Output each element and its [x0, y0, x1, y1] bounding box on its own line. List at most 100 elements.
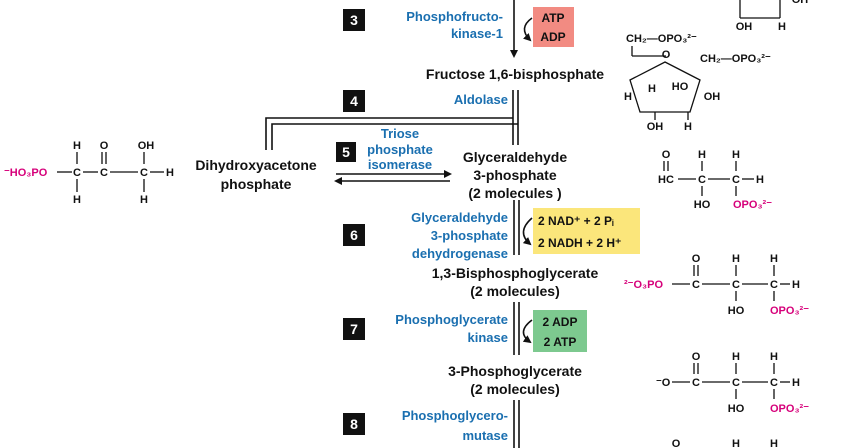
- enzyme-label: isomerase: [368, 157, 432, 172]
- molecule-3-phosphoglycerate: (2 molecules): [470, 381, 559, 397]
- svg-text:OPO₃²⁻: OPO₃²⁻: [770, 305, 809, 317]
- cofactor-box-atp: ATP ADP: [533, 7, 574, 47]
- molecule-g3p: (2 molecules ): [468, 185, 561, 201]
- svg-text:C: C: [100, 167, 108, 179]
- svg-text:H: H: [166, 167, 174, 179]
- svg-text:OH: OH: [792, 0, 809, 6]
- svg-text:H: H: [732, 351, 740, 363]
- svg-text:ATP: ATP: [541, 11, 564, 25]
- enzyme-label: Phosphofructo-: [406, 9, 503, 24]
- svg-text:⁻O: ⁻O: [656, 377, 671, 389]
- svg-text:H: H: [792, 377, 800, 389]
- svg-text:2 NAD⁺ + 2 Pᵢ: 2 NAD⁺ + 2 Pᵢ: [538, 214, 614, 228]
- svg-text:H: H: [778, 21, 786, 33]
- svg-text:2 NADH + 2 H⁺: 2 NADH + 2 H⁺: [538, 236, 621, 250]
- svg-text:ADP: ADP: [540, 30, 565, 44]
- cofactor-box-nad: 2 NAD⁺ + 2 Pᵢ 2 NADH + 2 H⁺: [533, 208, 640, 254]
- step-number: 7: [350, 321, 358, 337]
- step-number: 6: [350, 227, 358, 243]
- enzyme-label: mutase: [462, 428, 508, 443]
- molecule-dhap: Dihydroxyacetone: [195, 157, 317, 173]
- svg-text:H: H: [732, 253, 740, 265]
- svg-text:C: C: [692, 377, 700, 389]
- svg-text:H: H: [73, 194, 81, 206]
- molecule-13-bisphosphoglycerate: (2 molecules): [470, 283, 559, 299]
- svg-text:O: O: [662, 49, 671, 61]
- molecule-3-phosphoglycerate: 3-Phosphoglycerate: [448, 363, 582, 379]
- molecule-13-bisphosphoglycerate: 1,3-Bisphosphoglycerate: [432, 265, 599, 281]
- svg-text:H: H: [140, 194, 148, 206]
- svg-text:OH: OH: [736, 21, 753, 33]
- svg-text:H: H: [792, 279, 800, 291]
- svg-text:H: H: [684, 121, 692, 133]
- enzyme-label: kinase-1: [451, 26, 503, 41]
- svg-text:H: H: [756, 174, 764, 186]
- svg-text:C: C: [73, 167, 81, 179]
- svg-text:HO: HO: [728, 305, 745, 317]
- svg-text:H: H: [73, 140, 81, 152]
- enzyme-label: phosphate: [367, 142, 433, 157]
- svg-text:C: C: [140, 167, 148, 179]
- structure-dhap: ⁻HO₃PO C C C H H H O OH H: [4, 140, 174, 206]
- step-4: 4: [343, 90, 365, 112]
- svg-text:²⁻O₃PO: ²⁻O₃PO: [624, 279, 663, 291]
- svg-text:H: H: [770, 438, 778, 448]
- structure-top-right-partial: OH H OH: [736, 0, 809, 33]
- svg-text:OH: OH: [647, 121, 664, 133]
- svg-text:CH₂—OPO₃²⁻: CH₂—OPO₃²⁻: [626, 33, 697, 45]
- enzyme-label: Aldolase: [454, 92, 508, 107]
- svg-text:HO: HO: [728, 403, 745, 415]
- svg-text:H: H: [698, 149, 706, 161]
- cofactor-box-adp: 2 ADP 2 ATP: [533, 310, 587, 352]
- molecule-dhap: phosphate: [221, 176, 292, 192]
- step-7: 7: [343, 318, 365, 340]
- svg-text:2 ATP: 2 ATP: [544, 335, 577, 349]
- enzyme-label: Phosphoglycerate: [395, 312, 508, 327]
- structure-bottom-right-partial: O H H: [672, 438, 778, 448]
- svg-text:2 ADP: 2 ADP: [543, 315, 578, 329]
- svg-text:C: C: [698, 174, 706, 186]
- step-3: 3: [343, 9, 365, 31]
- svg-text:OPO₃²⁻: OPO₃²⁻: [733, 199, 772, 211]
- structure-g3p: O HC C C H H HO H OPO₃²⁻: [658, 149, 772, 211]
- svg-text:O: O: [662, 149, 671, 161]
- enzyme-label: Phosphoglycero-: [402, 408, 508, 423]
- enzyme-label: dehydrogenase: [412, 246, 508, 261]
- svg-text:⁻HO₃PO: ⁻HO₃PO: [4, 167, 48, 179]
- structure-fructose-16-bisphosphate: CH₂—OPO₃²⁻ CH₂—OPO₃²⁻ O H H HO OH OH H: [624, 33, 771, 133]
- svg-text:H: H: [732, 149, 740, 161]
- svg-text:OH: OH: [704, 91, 721, 103]
- molecule-g3p: 3-phosphate: [473, 167, 556, 183]
- svg-text:H: H: [648, 83, 656, 95]
- svg-text:OH: OH: [138, 140, 155, 152]
- svg-text:CH₂—OPO₃²⁻: CH₂—OPO₃²⁻: [700, 53, 771, 65]
- svg-text:HC: HC: [658, 174, 674, 186]
- svg-text:O: O: [692, 253, 701, 265]
- svg-text:C: C: [732, 279, 740, 291]
- svg-text:OPO₃²⁻: OPO₃²⁻: [770, 403, 809, 415]
- step-6: 6: [343, 224, 365, 246]
- svg-text:H: H: [732, 438, 740, 448]
- molecule-g3p: Glyceraldehyde: [463, 149, 567, 165]
- enzyme-label: Glyceraldehyde: [411, 210, 508, 225]
- svg-text:O: O: [672, 438, 681, 448]
- svg-text:C: C: [770, 279, 778, 291]
- enzyme-label: Triose: [381, 126, 419, 141]
- step-number: 8: [350, 416, 358, 432]
- molecule-fructose-16-bisphosphate: Fructose 1,6-bisphosphate: [426, 66, 604, 82]
- svg-text:H: H: [770, 253, 778, 265]
- svg-text:C: C: [692, 279, 700, 291]
- svg-text:HO: HO: [672, 81, 689, 93]
- svg-text:C: C: [732, 174, 740, 186]
- svg-text:O: O: [692, 351, 701, 363]
- enzyme-label: kinase: [468, 330, 508, 345]
- svg-text:H: H: [624, 91, 632, 103]
- svg-text:C: C: [770, 377, 778, 389]
- pathway-arrows: [265, 0, 533, 448]
- structure-3-phosphoglycerate: ⁻O C C C H O H HO H OPO₃²⁻: [656, 351, 809, 415]
- step-8: 8: [343, 413, 365, 435]
- step-5: 5: [336, 142, 356, 162]
- enzyme-label: 3-phosphate: [431, 228, 508, 243]
- structure-13-bpg: ²⁻O₃PO C C C H O H HO H OPO₃²⁻: [624, 253, 809, 317]
